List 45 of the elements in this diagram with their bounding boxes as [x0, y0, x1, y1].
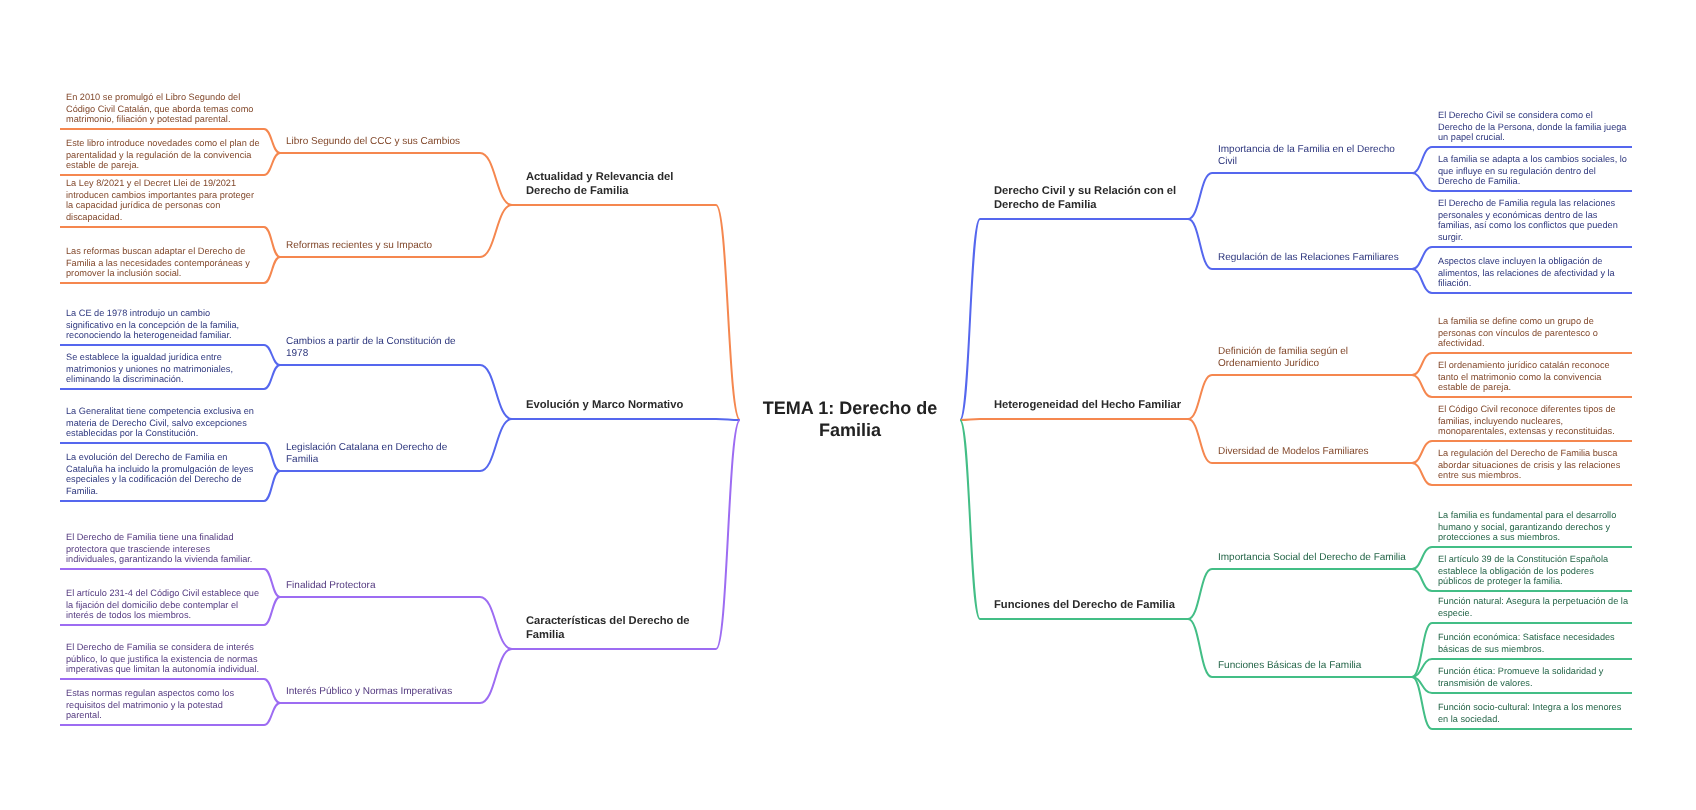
- central-title: TEMA 1: Derecho de Familia: [740, 398, 960, 442]
- connector-line: [263, 568, 281, 598]
- connector-line: [1411, 658, 1433, 678]
- connector-line: [479, 364, 513, 420]
- connector-line: [1411, 352, 1433, 376]
- connector-line: [1187, 618, 1213, 678]
- connector-line: [263, 256, 281, 284]
- connector-line: [263, 128, 281, 154]
- connector-line: [1411, 622, 1433, 678]
- connector-line: [263, 596, 281, 626]
- connector-line: [715, 204, 741, 421]
- connector-line: [1411, 268, 1433, 294]
- connector-line: [1187, 374, 1213, 420]
- connector-line: [1411, 172, 1433, 192]
- connector-line: [1411, 374, 1433, 398]
- connector-line: [715, 418, 741, 421]
- connector-line: [479, 596, 513, 650]
- connector-line: [1187, 218, 1213, 270]
- connector-line: [715, 419, 741, 650]
- connector-line: [959, 218, 981, 421]
- connector-line: [263, 702, 281, 726]
- connector-line: [263, 442, 281, 472]
- connector-line: [1411, 676, 1433, 694]
- connector-line: [263, 364, 281, 390]
- connector-line: [479, 418, 513, 472]
- connector-line: [263, 470, 281, 502]
- connector-line: [479, 152, 513, 206]
- connector-line: [1411, 440, 1433, 464]
- connector-line: [1411, 246, 1433, 270]
- connector-line: [959, 418, 981, 421]
- connector-line: [263, 344, 281, 366]
- connector-line: [263, 678, 281, 704]
- connector-line: [1187, 172, 1213, 220]
- connector-line: [263, 152, 281, 176]
- connector-line: [1187, 418, 1213, 464]
- connector-line: [1411, 462, 1433, 486]
- connector-line: [479, 648, 513, 704]
- connector-line: [1411, 146, 1433, 174]
- connector-line: [263, 226, 281, 258]
- connector-line: [1411, 546, 1433, 570]
- connector-line: [959, 419, 981, 620]
- connector-line: [1411, 676, 1433, 730]
- connector-line: [479, 204, 513, 258]
- connector-line: [1187, 568, 1213, 620]
- connector-line: [1411, 568, 1433, 592]
